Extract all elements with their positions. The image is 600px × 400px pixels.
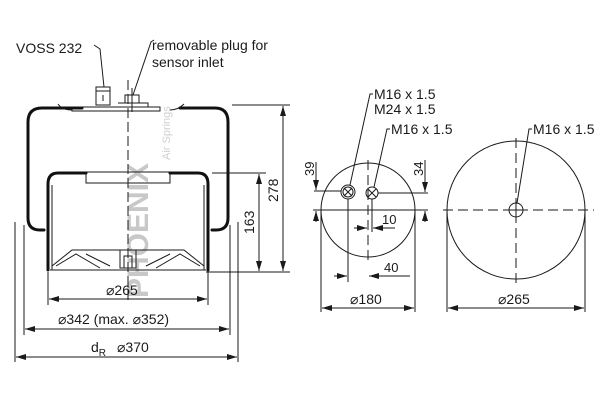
piston-diameter-label: ⌀265 — [106, 282, 138, 298]
thread-a-label-2: M24 x 1.5 — [374, 101, 436, 117]
watermark: PHOENIX Air Springs — [122, 106, 173, 298]
plug-label-line2: sensor inlet — [152, 54, 224, 70]
dim-39-label: 39 — [302, 162, 317, 176]
thread-a-label-1: M16 x 1.5 — [374, 86, 436, 102]
bellow-right — [178, 106, 230, 232]
dr-diameter-label: ⌀370 — [117, 339, 149, 355]
diameter-180-label: ⌀180 — [350, 291, 382, 307]
dim-34-label: 34 — [411, 162, 426, 176]
piston-right — [168, 171, 210, 272]
height-278-label: 278 — [265, 178, 281, 202]
voss-leader — [93, 44, 105, 88]
piston-left — [46, 171, 88, 272]
bellow-diameter-label: ⌀342 (max. ⌀352) — [58, 311, 169, 327]
bottom-thread-label: M16 x 1.5 — [533, 121, 595, 137]
bottom-diameter-label: ⌀265 — [498, 291, 530, 307]
dim-40-label: 40 — [384, 260, 398, 275]
height-163-label: 163 — [241, 210, 257, 234]
watermark-subtitle: Air Springs — [161, 106, 173, 160]
bottom-view: M16 x 1.5 ⌀265 — [443, 121, 595, 312]
piston-plate — [85, 171, 171, 184]
top-plate — [71, 106, 161, 112]
bellow-left — [26, 106, 84, 232]
plug-label-line1: removable plug for — [152, 37, 268, 53]
voss-label: VOSS 232 — [16, 40, 82, 56]
plug-base — [118, 102, 149, 107]
thread-b-leader — [373, 128, 390, 188]
plug-leader — [132, 39, 155, 96]
bottom-thread-leader — [516, 128, 532, 204]
voss-connector — [95, 86, 111, 106]
bottom-thread-hole — [508, 202, 524, 218]
thread-a-leader — [349, 93, 373, 186]
side-view: VOSS 232 removable plug for sensor inlet… — [14, 37, 290, 362]
dim-10-label: 10 — [382, 212, 396, 227]
dr-label: dR — [91, 339, 106, 359]
thread-b-label: M16 x 1.5 — [391, 121, 453, 137]
top-plate-view: M16 x 1.5 M24 x 1.5 M16 x 1.5 39 34 10 4… — [302, 86, 453, 312]
